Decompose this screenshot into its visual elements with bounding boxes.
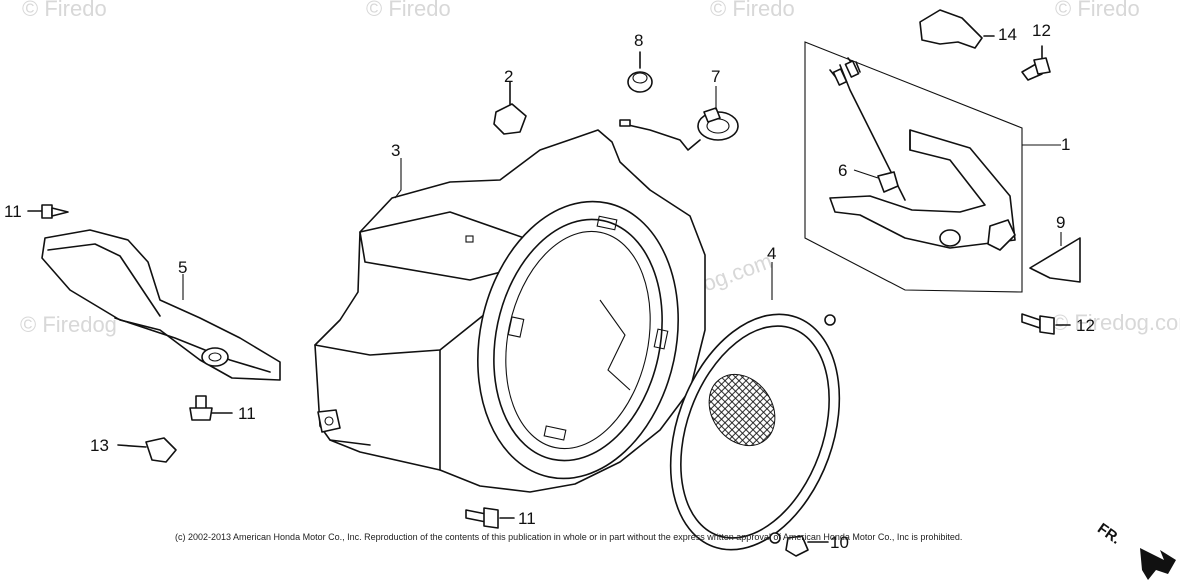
clip-part-6 (877, 171, 899, 193)
clip-part-13 (117, 437, 177, 463)
callout-11-b: 11 (238, 404, 256, 423)
callout-3: 3 (391, 141, 401, 160)
copyright-notice: (c) 2002-2013 American Honda Motor Co., … (175, 532, 963, 542)
grommet-part-8 (627, 51, 653, 93)
leader-lines (182, 86, 1062, 300)
fan-cover-part-3 (314, 129, 706, 493)
callout-5: 5 (178, 258, 188, 277)
fan-screen-part-4 (669, 313, 841, 551)
front-arrow (1140, 548, 1176, 580)
callout-10: 10 (830, 533, 849, 552)
watermark-left: © Firedog (20, 312, 117, 337)
callout-12-b: 12 (1076, 316, 1095, 335)
bolt-part-11-c (465, 507, 515, 529)
watermark-top-1: © Firedo (22, 0, 107, 21)
bolt-part-12-b (1021, 313, 1071, 335)
watermark-right: © Firedog.com (1052, 310, 1180, 335)
callout-12-a: 12 (1032, 21, 1051, 40)
bolt-part-11-a (27, 204, 69, 219)
baffle-plate-part-5 (41, 229, 281, 381)
clamp-part-2 (493, 81, 527, 135)
callout-11-a: 11 (4, 202, 22, 221)
bolt-part-12-a (1021, 45, 1051, 81)
callout-13: 13 (90, 436, 109, 455)
connector-part-14 (919, 9, 995, 49)
callout-1: 1 (1061, 135, 1071, 154)
bolt-part-11-b (189, 395, 233, 421)
protector-part-9 (1029, 237, 1081, 283)
callout-6: 6 (838, 161, 848, 180)
callout-7: 7 (711, 67, 721, 86)
bracket-box-part-1 (804, 41, 1023, 293)
callout-14: 14 (998, 25, 1017, 44)
nut-part-10 (785, 535, 829, 557)
watermark-top-2: © Firedo (366, 0, 451, 21)
callout-2: 2 (504, 67, 514, 86)
callout-9: 9 (1056, 213, 1066, 232)
callout-11-c: 11 (518, 509, 536, 528)
callout-4: 4 (767, 244, 777, 263)
watermark-top-3: © Firedo (710, 0, 795, 21)
watermark-top-4: © Firedo (1055, 0, 1140, 21)
sensor-part-7 (619, 107, 739, 151)
callout-8: 8 (634, 31, 644, 50)
